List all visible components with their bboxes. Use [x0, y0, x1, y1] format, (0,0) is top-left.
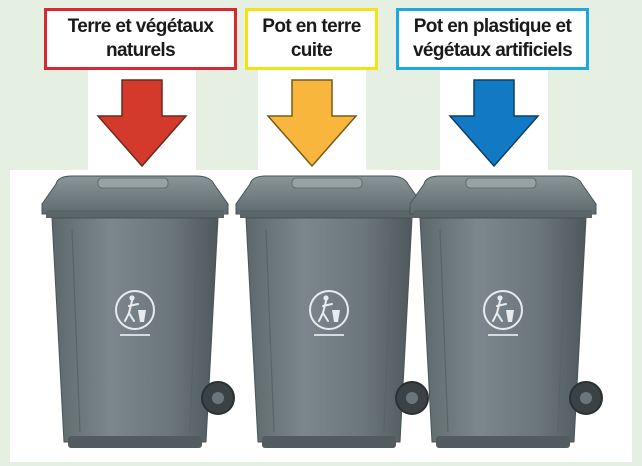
arrow-down-icon [96, 79, 188, 168]
label-line: Terre et végétaux [67, 16, 214, 37]
arrow-down-icon [448, 79, 540, 168]
label-line: Pot en terre [262, 16, 361, 37]
label-line: Pot en plastique et [413, 16, 572, 37]
label-plastic-pot-artificial-plants: Pot en plastique et végétaux artificiels [396, 8, 589, 70]
bin-middle [235, 175, 429, 449]
label-line: cuite [290, 40, 333, 61]
label-line: végétaux artificiels [412, 40, 573, 61]
arrow-panel-blue [440, 70, 548, 170]
bin-right [409, 175, 603, 449]
arrow-down-icon [266, 79, 358, 168]
label-natural-soil-plants: Terre et végétaux naturels [44, 8, 237, 70]
wheelie-bins [41, 175, 603, 449]
arrow-panel-red [88, 70, 196, 170]
arrow-panel-yellow [258, 70, 366, 170]
bins-panel [10, 170, 632, 462]
label-line: naturels [105, 40, 176, 61]
bin-left [41, 175, 235, 449]
label-terracotta-pot: Pot en terre cuite [245, 8, 378, 70]
